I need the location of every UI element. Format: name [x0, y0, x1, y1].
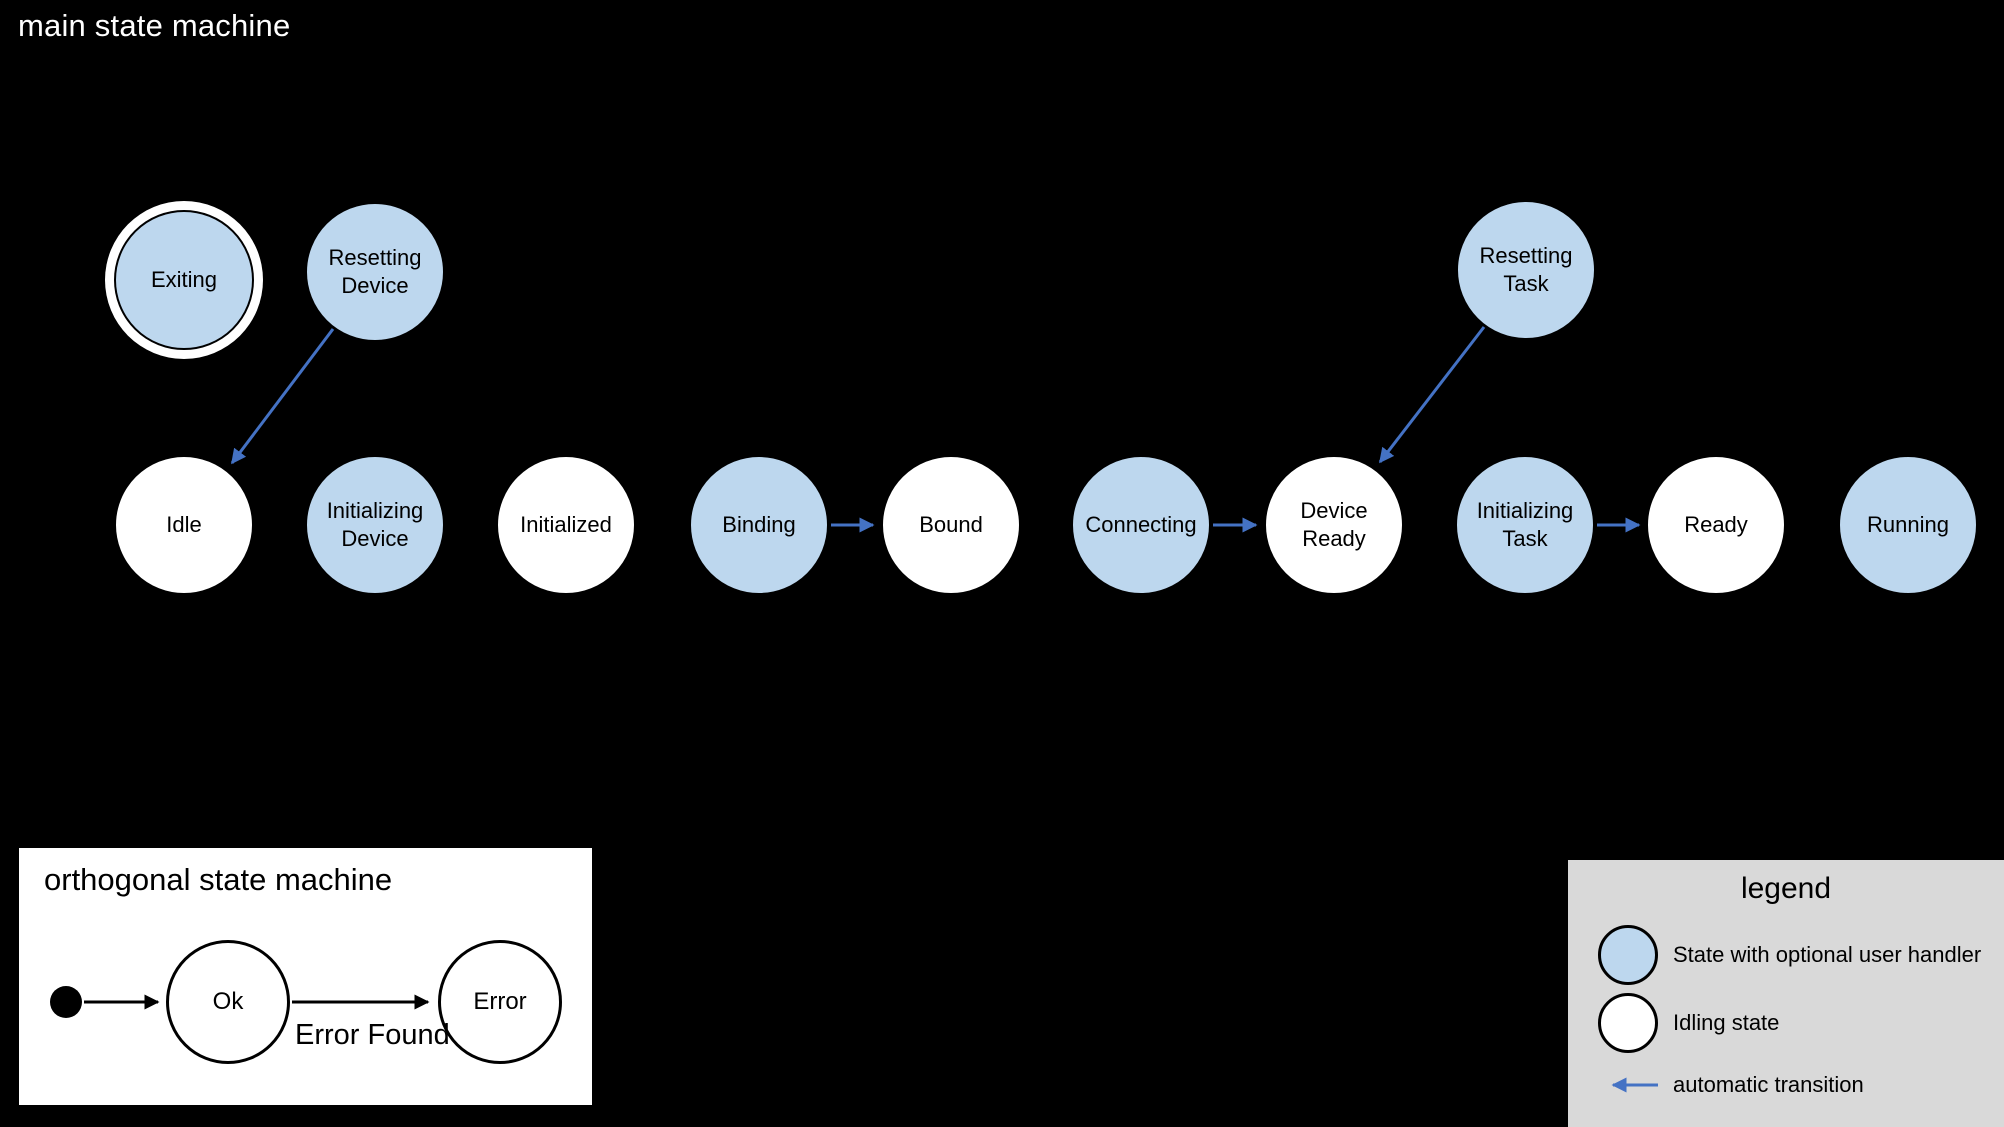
legend-item-idling-state: Idling state — [1673, 1010, 1780, 1035]
state-label: Connecting — [1085, 511, 1197, 537]
state-label: Running — [1867, 511, 1949, 537]
legend-idling-state-swatch — [1598, 993, 1658, 1053]
state-running: Running — [1838, 455, 1978, 595]
state-label: Ready — [1684, 511, 1748, 537]
legend-panel — [1568, 860, 2004, 1127]
state-resetting-device: Resetting Device — [305, 202, 445, 342]
state-exiting: Exiting — [114, 210, 254, 350]
state-resetting-task: Resetting Task — [1456, 200, 1596, 340]
page-title: main state machine — [18, 8, 291, 43]
state-bound: Bound — [881, 455, 1021, 595]
state-label: Exiting — [150, 266, 218, 292]
state-label: Resetting Task — [1479, 242, 1573, 296]
legend-item-handler-state: State with optional user handler — [1673, 942, 1982, 967]
state-initializing-task: Initializing Task — [1455, 455, 1595, 595]
state-label: Device Ready — [1300, 497, 1368, 551]
state-label: Error — [473, 988, 527, 1015]
transition-resetting-task-to-device-ready — [1378, 326, 1486, 464]
state-initializing-device: Initializing Device — [305, 455, 445, 595]
legend-title: legend — [1740, 872, 1832, 905]
state-error: Error — [438, 940, 562, 1064]
state-label: Initialized — [520, 511, 612, 537]
state-idle: Idle — [114, 455, 254, 595]
state-label: Idle — [166, 511, 202, 537]
state-ok: Ok — [166, 940, 290, 1064]
state-connecting: Connecting — [1071, 455, 1211, 595]
legend-handler-state-swatch — [1598, 925, 1658, 985]
state-label: Bound — [919, 511, 983, 537]
state-label: Binding — [722, 511, 796, 537]
state-initialized: Initialized — [496, 455, 636, 595]
state-label: Ok — [212, 988, 244, 1015]
transition-resetting-device-to-idle — [230, 328, 335, 465]
orthogonal-panel-title: orthogonal state machine — [44, 862, 393, 897]
state-label: Initializing Task — [1476, 497, 1574, 551]
state-label: Initializing Device — [326, 497, 424, 551]
state-ready: Ready — [1646, 455, 1786, 595]
legend-item-automatic-transition: automatic transition — [1673, 1072, 1864, 1097]
transition-label-error-found: Error Found — [295, 1019, 450, 1051]
state-label: Resetting Device — [328, 244, 422, 298]
state-device-ready: Device Ready — [1264, 455, 1404, 595]
state-binding: Binding — [689, 455, 829, 595]
